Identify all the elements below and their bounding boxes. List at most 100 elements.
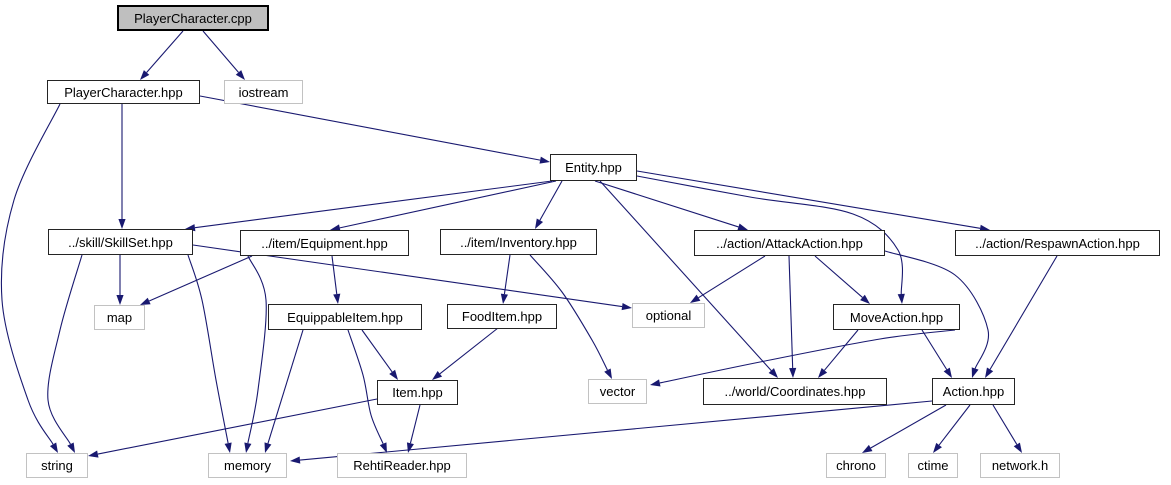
node-label: iostream xyxy=(238,84,289,100)
edge-action-hpp-to-chrono xyxy=(862,404,947,453)
arrowhead xyxy=(1013,442,1022,453)
arrowhead xyxy=(897,293,905,304)
arrowhead xyxy=(432,370,443,380)
arrowhead xyxy=(333,293,341,304)
node-string: string xyxy=(26,453,88,478)
edge-skillset-hpp-to-memory xyxy=(187,254,232,453)
node-label: chrono xyxy=(836,458,876,473)
node-attackaction-hpp[interactable]: ../action/AttackAction.hpp xyxy=(694,230,885,256)
edge-attackaction-hpp-to-optional xyxy=(690,255,766,303)
node-label: RehtiReader.hpp xyxy=(353,458,451,473)
edge-equipment-hpp-to-equippableitem-hpp xyxy=(331,255,341,304)
node-label: PlayerCharacter.cpp xyxy=(134,10,252,26)
edge-inventory-hpp-to-fooditem-hpp xyxy=(500,254,511,304)
edge-entity-hpp-to-coordinates-hpp xyxy=(599,180,778,378)
node-skillset-hpp[interactable]: ../skill/SkillSet.hpp xyxy=(48,229,193,255)
edge-entity-hpp-to-skillset-hpp xyxy=(185,180,553,232)
node-network-h: network.h xyxy=(980,453,1060,478)
arrowhead xyxy=(933,442,942,453)
node-label: ../item/Inventory.hpp xyxy=(460,234,577,250)
edge-moveaction-hpp-to-action-hpp xyxy=(921,329,952,378)
node-entity-hpp[interactable]: Entity.hpp xyxy=(550,154,637,181)
edge-skillset-hpp-to-map xyxy=(116,255,124,305)
node-equipment-hpp[interactable]: ../item/Equipment.hpp xyxy=(240,230,409,256)
edge-equippableitem-hpp-to-memory xyxy=(264,329,304,453)
arrowhead xyxy=(862,444,873,453)
arrowhead xyxy=(539,156,550,164)
node-label: Entity.hpp xyxy=(565,160,622,175)
arrowhead xyxy=(621,303,632,311)
node-label: ../world/Coordinates.hpp xyxy=(724,384,866,399)
arrowhead xyxy=(768,368,778,378)
arrowhead xyxy=(943,367,952,378)
edge-playercharacter-hpp-to-skillset-hpp xyxy=(118,104,126,229)
node-label: ../action/AttackAction.hpp xyxy=(716,235,863,251)
arrowhead xyxy=(789,367,797,378)
node-label: map xyxy=(106,310,133,325)
arrowhead xyxy=(406,442,414,453)
node-fooditem-hpp[interactable]: FoodItem.hpp xyxy=(447,304,557,329)
node-playercharacter-hpp[interactable]: PlayerCharacter.hpp xyxy=(47,80,200,104)
node-iostream: iostream xyxy=(224,80,303,104)
arrowhead xyxy=(264,442,272,453)
node-label: network.h xyxy=(991,458,1049,473)
edge-attackaction-hpp-to-coordinates-hpp xyxy=(788,255,797,378)
node-label: Action.hpp xyxy=(942,384,1005,399)
node-moveaction-hpp[interactable]: MoveAction.hpp xyxy=(833,304,960,330)
arrowhead xyxy=(244,442,252,453)
edge-item-hpp-to-rehtireader-hpp xyxy=(406,404,421,453)
arrowhead xyxy=(971,367,979,378)
arrowhead xyxy=(330,224,341,232)
arrowhead xyxy=(67,442,75,453)
node-item-hpp[interactable]: Item.hpp xyxy=(377,380,458,405)
node-playercharacter-cpp: PlayerCharacter.cpp xyxy=(117,5,269,31)
arrowhead xyxy=(118,219,126,229)
node-optional: optional xyxy=(632,303,705,328)
edge-playercharacter-cpp-to-iostream xyxy=(202,30,245,80)
arrowhead xyxy=(818,368,828,378)
node-rehtireader-hpp: RehtiReader.hpp xyxy=(337,453,467,478)
edge-skillset-hpp-to-string xyxy=(47,254,83,453)
node-label: vector xyxy=(599,384,636,399)
arrowhead xyxy=(224,442,232,453)
edge-item-hpp-to-string xyxy=(88,398,378,458)
node-label: ../skill/SkillSet.hpp xyxy=(68,234,173,250)
node-label: EquippableItem.hpp xyxy=(287,309,403,325)
edge-equipment-hpp-to-memory xyxy=(244,255,267,453)
arrowhead xyxy=(88,450,99,458)
node-label: string xyxy=(41,458,73,473)
arrowhead xyxy=(116,295,124,305)
node-label: PlayerCharacter.hpp xyxy=(64,84,183,100)
edge-playercharacter-hpp-to-string xyxy=(0,103,61,453)
node-vector: vector xyxy=(588,379,647,404)
edge-action-hpp-to-memory xyxy=(290,400,933,464)
edge-entity-hpp-to-attackaction-hpp xyxy=(594,180,748,231)
edge-action-hpp-to-ctime xyxy=(933,404,971,453)
edge-entity-hpp-to-inventory-hpp xyxy=(535,180,563,229)
node-equippableitem-hpp[interactable]: EquippableItem.hpp xyxy=(268,304,422,330)
edge-entity-hpp-to-equipment-hpp xyxy=(330,180,557,232)
node-label: Item.hpp xyxy=(392,385,443,400)
node-chrono: chrono xyxy=(826,453,886,478)
edge-equippableitem-hpp-to-rehtireader-hpp xyxy=(347,329,387,453)
arrowhead xyxy=(690,294,701,303)
node-label: optional xyxy=(645,308,692,323)
node-respawnaction-hpp[interactable]: ../action/RespawnAction.hpp xyxy=(955,230,1160,256)
node-inventory-hpp[interactable]: ../item/Inventory.hpp xyxy=(440,229,597,255)
edge-moveaction-hpp-to-vector xyxy=(650,329,956,387)
arrowhead xyxy=(49,442,58,453)
edge-equippableitem-hpp-to-item-hpp xyxy=(361,329,398,380)
edge-attackaction-hpp-to-moveaction-hpp xyxy=(814,255,870,304)
edge-entity-hpp-to-moveaction-hpp xyxy=(636,175,905,304)
arrowhead xyxy=(389,369,398,380)
node-map: map xyxy=(94,305,145,330)
node-coordinates-hpp[interactable]: ../world/Coordinates.hpp xyxy=(703,378,887,405)
edge-playercharacter-hpp-to-entity-hpp xyxy=(199,95,550,164)
node-label: ../action/RespawnAction.hpp xyxy=(975,235,1140,251)
node-ctime: ctime xyxy=(908,453,958,478)
node-label: ctime xyxy=(917,458,949,473)
node-action-hpp[interactable]: Action.hpp xyxy=(932,378,1015,405)
arrowhead xyxy=(737,223,748,231)
